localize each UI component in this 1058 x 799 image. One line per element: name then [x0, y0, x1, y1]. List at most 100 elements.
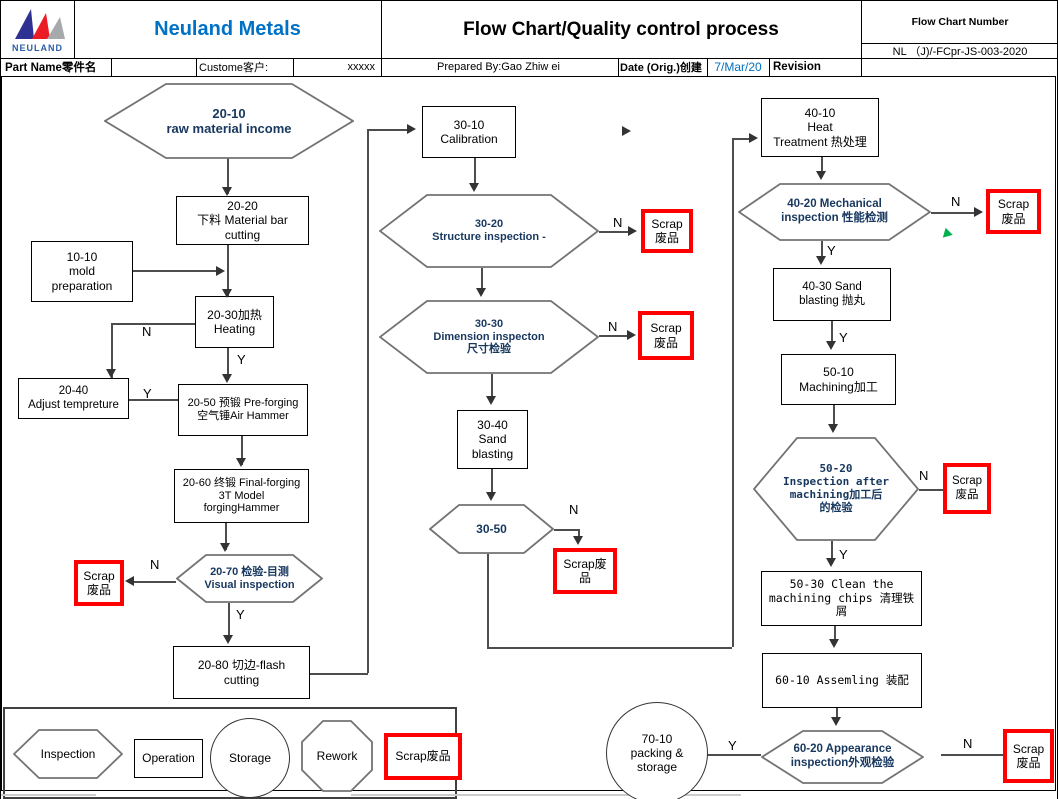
- scrap-box-40-20: Scrap 废品: [986, 189, 1041, 234]
- node-60-10-label: 60-10 Assemling 装配: [775, 672, 909, 687]
- legend-inspection-label: Inspection: [40, 746, 96, 761]
- arrowhead-down: [222, 374, 232, 383]
- connector-line: [351, 794, 741, 796]
- arrowhead-right: [216, 266, 225, 276]
- connector-line: [111, 323, 195, 325]
- node-40-10: 40-10 Heat Treatment 热处理: [761, 98, 879, 157]
- header-divider: [196, 58, 197, 76]
- branch-label-y: Y: [839, 547, 848, 562]
- part-name-label: Part Name零件名: [5, 62, 97, 74]
- scrap-box-40-20-label: Scrap 废品: [997, 197, 1030, 226]
- node-70-10: 70-10 packing & storage: [606, 702, 708, 799]
- arrowhead-right: [407, 124, 416, 134]
- arrowhead-down: [486, 492, 496, 501]
- connector-line: [111, 323, 113, 378]
- node-30-40-label: 30-40 Sand blasting: [471, 418, 514, 461]
- scrap-box-20-70-label: Scrap 废品: [83, 568, 115, 597]
- node-50-30: 50-30 Clean the machining chips 清理铁 屑: [761, 571, 922, 626]
- header-divider: [618, 58, 619, 76]
- branch-label-n: N: [951, 194, 961, 209]
- connector-line: [227, 348, 229, 380]
- header-divider: [707, 58, 708, 76]
- company-name: Neuland Metals: [154, 18, 301, 40]
- connector-line: [225, 523, 227, 550]
- connector-line: [732, 138, 734, 647]
- scrap-box-30-20-label: Scrap 废品: [651, 216, 683, 245]
- scrap-box-50-20: Scrap 废品: [943, 463, 991, 514]
- legend-inspection: Inspection: [13, 729, 123, 779]
- node-50-20: 50-20 Inspection after machining加工后 的检验: [753, 437, 919, 541]
- connector-line: [834, 626, 836, 645]
- connector-line: [310, 673, 368, 675]
- node-50-10-label: 50-10 Machining加工: [799, 365, 878, 394]
- arrowhead-down: [826, 558, 836, 567]
- arrowhead-down: [236, 458, 246, 467]
- connector-line: [1, 794, 96, 796]
- node-30-40: 30-40 Sand blasting: [457, 410, 528, 469]
- connector-line: [481, 268, 483, 294]
- node-30-30: 30-30 Dimension inspecton 尺寸检验: [379, 300, 599, 374]
- node-20-70-label: 20-70 检验-目测 Visual inspection: [204, 565, 295, 591]
- legend-storage-label: Storage: [228, 750, 272, 765]
- header-divider: [381, 1, 382, 76]
- arrowhead-down: [816, 256, 826, 265]
- connector-line: [491, 469, 493, 497]
- node-70-10-label: 70-10 packing & storage: [630, 731, 684, 775]
- node-40-30-label: 40-30 Sand blasting 抛丸: [799, 280, 865, 307]
- node-20-10-label: 20-10 raw material income: [166, 105, 292, 136]
- header-divider: [1, 58, 1057, 59]
- node-20-80: 20-80 切边-flash cutting: [173, 646, 310, 699]
- scrap-box-60-20-label: Scrap 废品: [1012, 741, 1045, 770]
- connector-line: [487, 554, 489, 647]
- arrowhead-down: [816, 171, 826, 180]
- scrap-box-30-50-label: Scrap废 品: [563, 556, 607, 585]
- arrowhead-down: [829, 639, 839, 648]
- connector-line: [831, 541, 833, 564]
- connector-line: [836, 708, 838, 723]
- node-20-40: 20-40 Adjust tempreture: [18, 378, 129, 419]
- company-logo: NEULAND: [1, 1, 74, 58]
- legend-rework: Rework: [301, 720, 373, 792]
- node-30-30-label: 30-30 Dimension inspecton 尺寸检验: [433, 317, 545, 356]
- connector-line: [228, 603, 230, 641]
- arrowhead-down: [826, 341, 836, 350]
- branch-label-n: N: [142, 324, 152, 339]
- page-title: Flow Chart/Quality control process: [463, 18, 779, 40]
- header-divider: [293, 58, 294, 76]
- arrowhead-right: [749, 133, 758, 143]
- arrowhead-down: [469, 183, 479, 192]
- branch-label-n: N: [613, 215, 623, 230]
- connector-line: [474, 158, 476, 189]
- arrowhead-down: [223, 635, 233, 644]
- branch-label-y: Y: [143, 386, 152, 401]
- arrowhead-right: [628, 226, 637, 236]
- connector-line: [732, 138, 752, 140]
- connector-line: [491, 374, 493, 402]
- node-50-10: 50-10 Machining加工: [781, 354, 896, 405]
- scrap-box-50-20-label: Scrap 废品: [951, 474, 983, 501]
- node-60-20: 60-20 Appearance inspection外观检验: [761, 730, 924, 784]
- node-40-30: 40-30 Sand blasting 抛丸: [773, 268, 891, 321]
- header-divider: [111, 58, 112, 76]
- connector-line: [831, 321, 833, 347]
- node-40-20: 40-20 Mechanical inspection 性能检测: [738, 183, 931, 241]
- node-20-30: 20-30加热 Heating: [195, 296, 274, 348]
- node-20-50-label: 20-50 预锻 Pre-forging 空气锤Air Hammer: [187, 397, 299, 422]
- scrap-box-30-50: Scrap废 品: [553, 548, 617, 594]
- node-10-10: 10-10 mold preparation: [31, 241, 133, 302]
- node-30-50: 30-50: [429, 504, 554, 554]
- node-30-10-label: 30-10 Calibration: [440, 117, 498, 146]
- chart-frame: [1, 76, 1056, 791]
- connector-line: [833, 405, 835, 430]
- node-20-80-label: 20-80 切边-flash cutting: [197, 658, 286, 687]
- prepared-by: Prepared By:Gao Zhiw ei: [437, 61, 560, 73]
- branch-label-n: N: [150, 557, 160, 572]
- customer-value: xxxxx: [347, 61, 376, 73]
- header-divider: [769, 58, 770, 76]
- branch-label-y: Y: [827, 243, 836, 258]
- legend-storage: Storage: [210, 718, 290, 798]
- arrowhead-sw: [939, 227, 953, 242]
- node-50-20-label: 50-20 Inspection after machining加工后 的检验: [783, 462, 889, 514]
- flow-chart-number-value: NL （J)/-FCpr-JS-003-2020: [892, 45, 1028, 58]
- node-20-60-label: 20-60 终锻 Final-forging 3T Model forgingH…: [182, 476, 301, 515]
